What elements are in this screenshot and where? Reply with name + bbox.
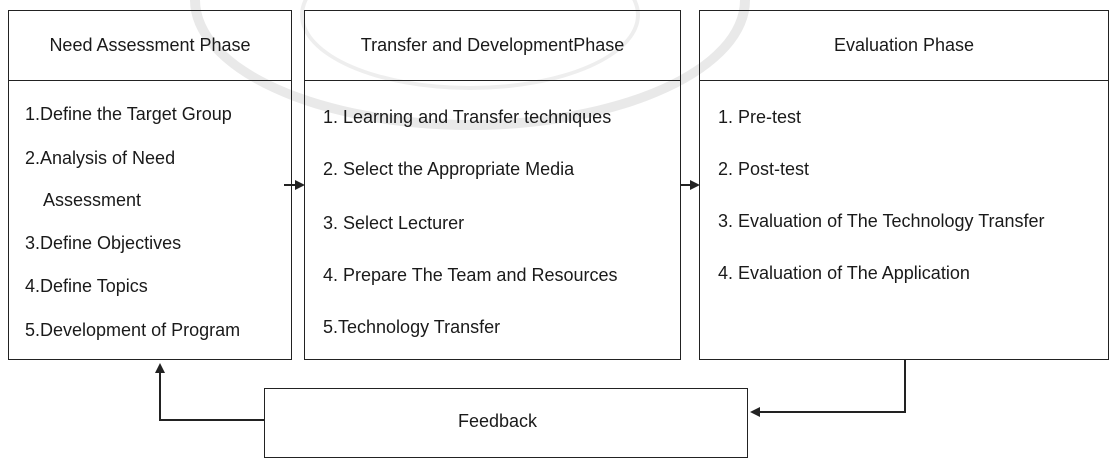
evaluation-title: Evaluation Phase — [700, 11, 1108, 81]
feedback-label: Feedback — [458, 411, 538, 431]
list-item: 3.Define Objectives — [25, 233, 182, 253]
arrow-feedback-to-need-assessment — [155, 363, 264, 421]
need-assessment-box: Need Assessment Phase 1.Define the Targe… — [8, 10, 292, 360]
arrow-evaluation-to-feedback — [750, 360, 906, 417]
list-item: 4. Prepare The Team and Resources — [323, 265, 618, 285]
list-item: 1. Pre-test — [718, 107, 802, 127]
list-item: 4. Evaluation of The Application — [718, 263, 970, 283]
transfer-development-title: Transfer and DevelopmentPhase — [305, 11, 680, 81]
list-item: 2. Post-test — [718, 159, 810, 179]
need-assessment-title: Need Assessment Phase — [9, 11, 291, 81]
list-item: 5.Technology Transfer — [323, 317, 501, 337]
transfer-development-box: Transfer and DevelopmentPhase 1. Learnin… — [304, 10, 681, 360]
list-item: 4.Define Topics — [25, 276, 148, 296]
list-item: 1. Learning and Transfer techniques — [323, 107, 612, 127]
list-item: 3. Select Lecturer — [323, 213, 465, 233]
list-item: Assessment — [43, 190, 142, 210]
list-item: 2.Analysis of Need — [25, 148, 176, 168]
list-item: 1.Define the Target Group — [25, 104, 232, 124]
list-item: 5.Development of Program — [25, 320, 241, 340]
evaluation-box: Evaluation Phase 1. Pre-test 2. Post-tes… — [699, 10, 1109, 360]
list-item: 2. Select the Appropriate Media — [323, 159, 575, 179]
list-item: 3. Evaluation of The Technology Transfer — [718, 211, 1045, 231]
